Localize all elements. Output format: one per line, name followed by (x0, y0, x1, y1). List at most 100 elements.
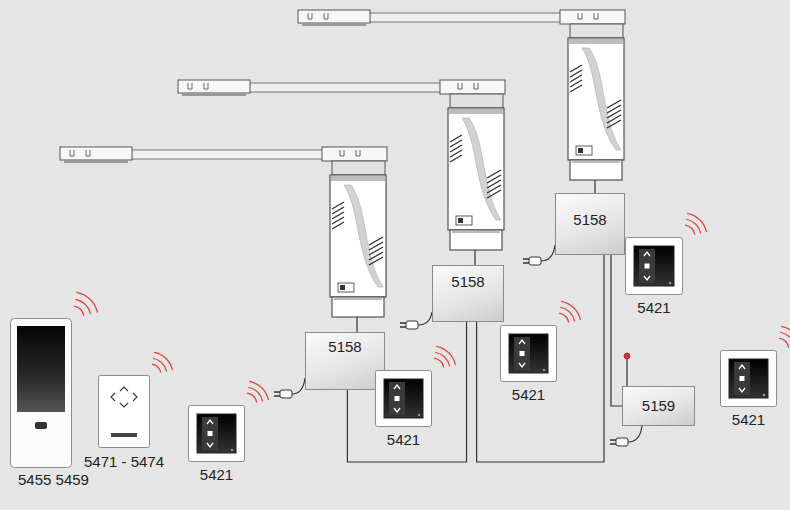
switch-rocker (202, 417, 218, 450)
bracket-notch (324, 13, 328, 19)
switch-icon (625, 237, 683, 295)
radio-wave (75, 299, 90, 314)
switch-plate (384, 379, 423, 418)
mains-plug (616, 438, 628, 446)
body-band (331, 176, 385, 181)
switch-rocker (639, 249, 655, 283)
switch-device: 5421 (500, 325, 557, 403)
antenna (626, 358, 627, 386)
radio-wave (77, 292, 98, 312)
switch-frame (626, 238, 683, 295)
radio-wave (152, 364, 161, 373)
control-wire (611, 255, 622, 406)
rail-bar (130, 150, 326, 159)
handset-body (11, 319, 72, 468)
chain-actuator (298, 10, 625, 180)
switch-device: 5421 (375, 370, 432, 448)
mains-plug (280, 390, 292, 398)
radio-wave (561, 301, 580, 320)
switch-frame (189, 406, 245, 462)
body-band (569, 39, 623, 44)
down-arrow (739, 388, 745, 392)
switch-frame (721, 351, 777, 407)
left-bracket (298, 10, 370, 23)
bracket-notch (70, 150, 74, 156)
control-box: 5158 (432, 265, 504, 322)
mains-plug (406, 321, 418, 329)
radio-wave (74, 306, 84, 315)
handset-screen (17, 326, 65, 412)
power-cable (418, 312, 432, 325)
switch-device: 5421 (188, 405, 245, 483)
logo-mark (578, 148, 583, 153)
left-bracket (60, 147, 132, 160)
radio-wave (560, 307, 574, 321)
switch-rocker (389, 382, 405, 415)
radio-wave (435, 352, 449, 366)
radio-wave (780, 332, 790, 346)
up-arrow (519, 340, 525, 344)
switch-icon (375, 370, 432, 427)
bracket-notch (204, 83, 208, 89)
bracket-notch (188, 83, 192, 89)
model-number: 5471 - 5474 (24, 454, 224, 470)
led (418, 414, 420, 416)
foot-band (572, 161, 620, 163)
radio-wave (559, 313, 569, 322)
actuator-body (568, 38, 624, 160)
control-box: 5158 (305, 332, 385, 390)
box-label: 5159 (623, 387, 694, 414)
model-number: 5421 (117, 467, 317, 483)
actuator-cap (450, 94, 503, 108)
actuator-foot (332, 297, 384, 317)
power-cable (628, 426, 642, 442)
down-arrow (644, 276, 650, 280)
box-label: 5158 (556, 194, 624, 228)
remote-key (133, 393, 137, 401)
handset-button (35, 422, 47, 429)
up-arrow (207, 420, 213, 424)
plug-prongs (274, 392, 280, 396)
radio-wave (779, 338, 789, 347)
logo-mark (458, 218, 463, 223)
remote-logo-bar (111, 433, 137, 437)
actuator-body (330, 175, 386, 297)
left-bracket (178, 80, 250, 93)
stop-mark (395, 396, 400, 401)
led (763, 394, 765, 396)
switch-frame (501, 326, 557, 382)
switch-rocker (734, 362, 750, 395)
radio-wave (153, 358, 167, 371)
plug-prongs (610, 440, 616, 444)
stop-mark (740, 376, 745, 381)
plug-prongs (523, 259, 529, 263)
hatch (369, 257, 383, 265)
logo-mark (340, 285, 345, 290)
right-bracket (440, 80, 505, 94)
bracket-notch (594, 13, 598, 19)
radio-wave (436, 346, 455, 365)
switch-plate (729, 359, 768, 398)
model-number: 5421 (429, 387, 629, 403)
plug-prongs (400, 323, 406, 327)
radio-wave (781, 326, 790, 345)
logo-mark (456, 216, 472, 225)
radio-wave (247, 393, 257, 402)
switch-plate (509, 334, 548, 373)
up-arrow (739, 365, 745, 369)
switch-icon (500, 325, 557, 382)
hatch (332, 222, 344, 229)
radio-wave (685, 225, 695, 234)
actuator-wire (474, 250, 475, 265)
bracket-notch (578, 13, 582, 19)
box-label: 5158 (306, 333, 384, 355)
led (669, 282, 671, 284)
switch-device: 5421 (720, 350, 777, 428)
remote-key (111, 393, 115, 401)
control-box: 5159 (622, 386, 695, 426)
down-arrow (519, 363, 525, 367)
right-bracket (322, 147, 387, 161)
bracket-base (302, 23, 366, 26)
